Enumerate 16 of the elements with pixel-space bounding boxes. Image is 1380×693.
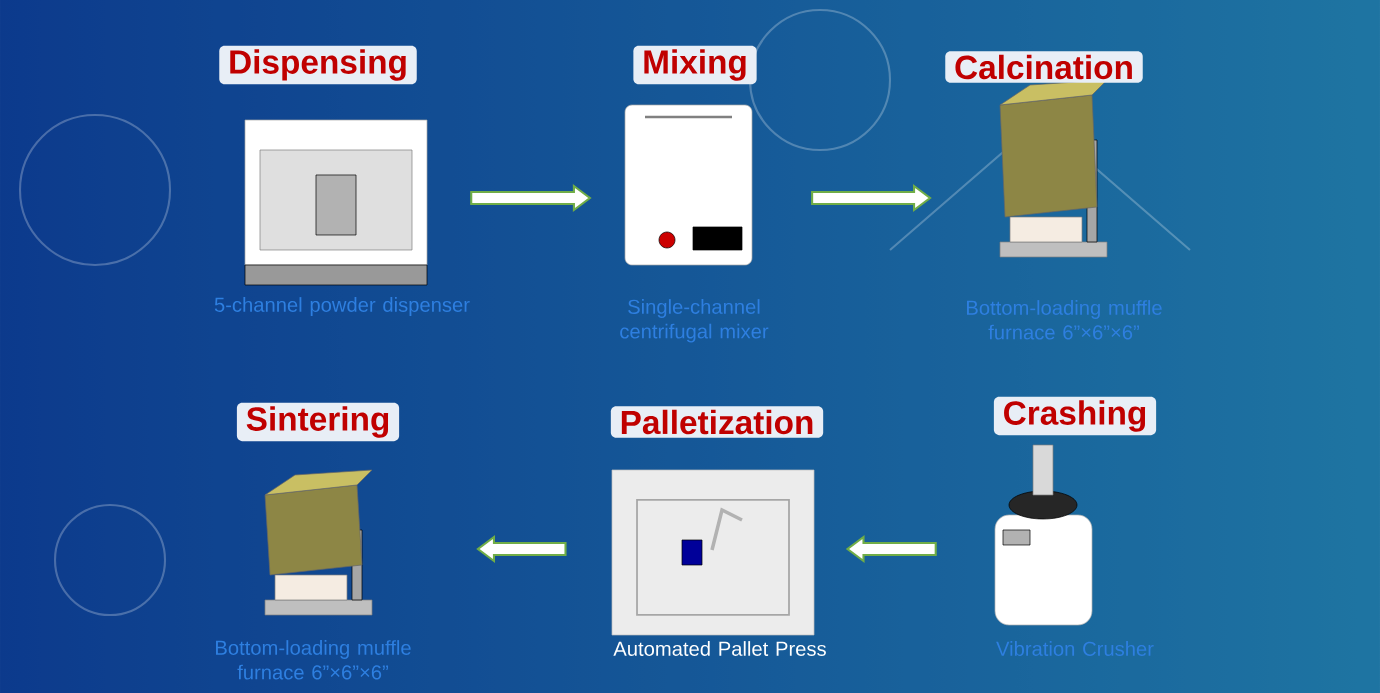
block-arrow — [845, 534, 937, 564]
step-title: Sintering — [236, 402, 400, 442]
equipment-caption: Single-channel centrifugal mixer — [620, 299, 769, 343]
step-title: Dispensing — [219, 45, 417, 85]
equipment-caption: Vibration Crusher — [996, 641, 1154, 656]
equipment-caption: Automated Pallet Press — [613, 641, 826, 656]
step-title: Calcination — [945, 51, 1143, 83]
equipment-caption: 5-channel powder dispenser — [214, 297, 470, 316]
step-title: Crashing — [993, 396, 1157, 436]
step-title: Palletization — [610, 406, 824, 438]
block-arrow — [470, 183, 592, 213]
block-arrow — [476, 534, 567, 564]
step-title: Mixing — [633, 45, 757, 85]
block-arrow — [811, 183, 932, 213]
equipment-caption: Bottom-loading muffle furnace 6”×6”×6” — [967, 300, 1162, 340]
equipment-caption: Bottom-loading muffle furnace 6”×6”×6” — [216, 640, 411, 680]
